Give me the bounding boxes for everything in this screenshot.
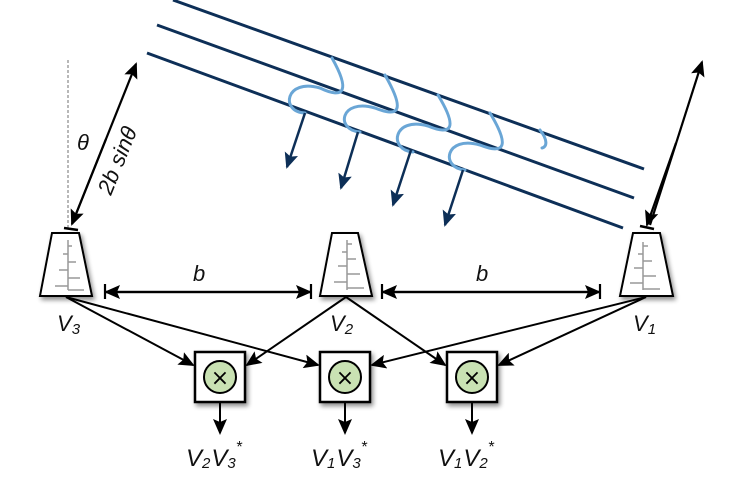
wave — [447, 111, 504, 172]
multiply-icon: × — [336, 366, 354, 391]
signal-line — [65, 296, 320, 369]
correlator-3: × — [445, 350, 499, 435]
signal-line — [345, 296, 447, 367]
signal-line — [497, 296, 647, 366]
path-arrow-right-tail — [645, 142, 678, 227]
antenna-v1 — [618, 232, 675, 297]
antenna-label-v3: V3 — [57, 311, 81, 338]
wave — [287, 56, 345, 115]
correlator-2: × — [318, 350, 372, 435]
multiply-icon: × — [463, 366, 481, 391]
wave — [538, 128, 548, 150]
signal-lines — [65, 296, 647, 369]
propagation-arrow — [442, 169, 465, 227]
path-difference-arrow-tail — [70, 138, 108, 226]
wave — [342, 73, 399, 134]
path-difference-label: 2b sinθ — [92, 123, 142, 199]
propagation-arrow — [338, 131, 360, 190]
correlator-1: × — [193, 350, 247, 435]
tick-mark — [639, 224, 655, 231]
wavefront-line — [146, 51, 624, 230]
tick-mark — [63, 226, 79, 232]
incoming-waves — [287, 56, 548, 172]
wavefront-line — [172, 0, 645, 171]
signal-line — [370, 296, 647, 369]
signal-line — [245, 296, 347, 367]
antenna-ticks — [630, 242, 660, 290]
signal-line — [65, 296, 195, 366]
correlator-output-2: V1V3* — [311, 439, 368, 472]
multiply-icon: × — [211, 366, 229, 391]
propagation-arrows — [284, 112, 465, 227]
correlator-output-1: V2V3* — [186, 439, 243, 472]
propagation-arrow — [390, 149, 413, 207]
antenna-v3 — [38, 232, 94, 297]
antenna-ticks — [55, 240, 84, 291]
antenna-label-v2: V2 — [330, 311, 354, 338]
correlator-output-3: V1V2* — [438, 439, 495, 472]
wave — [395, 93, 452, 154]
baseline-left-label: b — [193, 261, 205, 286]
theta-label: θ — [77, 130, 89, 155]
antenna-v2 — [318, 232, 374, 297]
baseline-right — [380, 284, 602, 299]
antenna-ticks — [334, 240, 364, 290]
baseline-right-label: b — [476, 261, 488, 286]
antenna-label-v1: V1 — [633, 311, 656, 338]
baseline-left — [103, 284, 313, 299]
propagation-arrow — [284, 112, 307, 169]
